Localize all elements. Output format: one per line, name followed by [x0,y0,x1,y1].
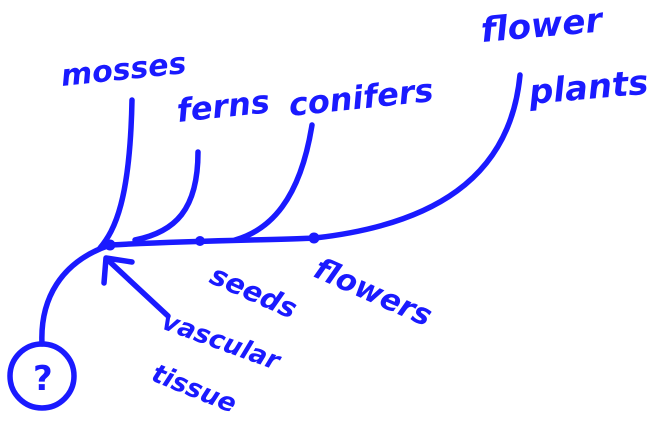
label-flowering-plants-line2: plants [526,63,650,113]
flowers-node [308,232,320,244]
vascular-tissue-arrowhead [101,255,135,286]
label-flowers: flowers [309,251,437,334]
conifers-branch-line [232,122,315,243]
label-mosses: mosses [59,46,188,94]
label-tissue: tissue [147,359,240,420]
mosses-branch-line [97,97,135,251]
label-ferns: ferns [175,82,272,130]
main-lineage-line [39,72,523,347]
vascular-tissue-arrow [107,259,171,319]
label-seeds: seeds [205,258,302,325]
label-conifers: conifers [287,71,435,124]
seeds-node [195,236,205,246]
ancestor-label: ? [33,359,53,399]
vascular-tissue-node [104,239,116,251]
label-flowering-plants-line1: flower [479,0,606,51]
ferns-branch-line [132,149,201,243]
